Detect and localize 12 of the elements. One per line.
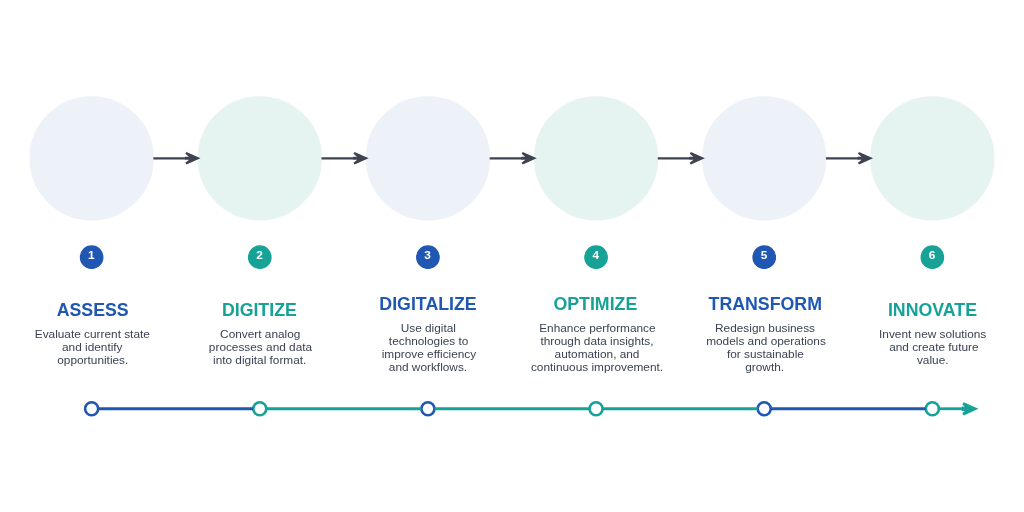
node-label: Evaluate current state and identify opportunities. xyxy=(34,326,150,367)
node-label: DIGITIZE xyxy=(221,300,297,321)
node-label: Convert analog processes and data into digital format. xyxy=(208,326,313,367)
node-label: DIGITALIZE xyxy=(379,294,477,315)
node-label: INNOVATE xyxy=(887,300,978,321)
node-label: TRANSFORM xyxy=(708,294,822,315)
node-label: Enhance performance through data insights, automation, and continuous improvement. xyxy=(530,320,664,374)
node-label: Redesign business models and operations for sustainable growth. xyxy=(706,320,826,374)
node-label: ASSESS xyxy=(56,300,129,321)
node-label: Invent new solutions and create future value. xyxy=(879,326,987,367)
node-label: OPTIMIZE xyxy=(553,294,638,315)
node-label: Use digital technologies to improve efficiency and workflows. xyxy=(381,320,477,374)
